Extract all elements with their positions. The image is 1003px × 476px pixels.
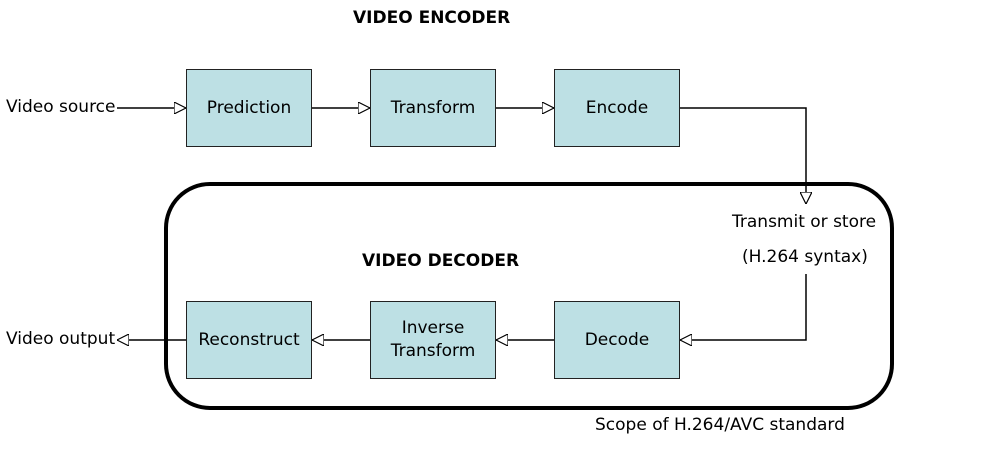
encode-block-label: Encode [585, 97, 649, 118]
transform-block-label: Transform [390, 97, 476, 118]
prediction-block: Prediction [186, 69, 312, 147]
transform-block: Transform [370, 69, 496, 147]
inverse-transform-label-line2: Transform [390, 341, 476, 361]
decode-block-label: Decode [584, 329, 650, 350]
video-source-label: Video source [6, 97, 116, 117]
video-output-label: Video output [6, 329, 116, 349]
decode-block: Decode [554, 301, 680, 379]
transmit-store-label: Transmit or store [732, 212, 877, 232]
arrow-encode-to-channel [680, 107, 806, 204]
syntax-label: (H.264 syntax) [742, 247, 868, 267]
scope-boundary [164, 182, 894, 410]
arrow-channel-to-decode [680, 274, 807, 340]
inverse-transform-block: Inverse Transform [370, 301, 496, 379]
encode-block: Encode [554, 69, 680, 147]
decoder-title: VIDEO DECODER [362, 251, 520, 271]
inverse-transform-label-line1: Inverse [401, 318, 465, 338]
prediction-block-label: Prediction [206, 97, 292, 118]
reconstruct-block: Reconstruct [186, 301, 312, 379]
encoder-title: VIDEO ENCODER [353, 8, 511, 28]
scope-caption: Scope of H.264/AVC standard [595, 415, 845, 435]
reconstruct-block-label: Reconstruct [198, 329, 300, 350]
